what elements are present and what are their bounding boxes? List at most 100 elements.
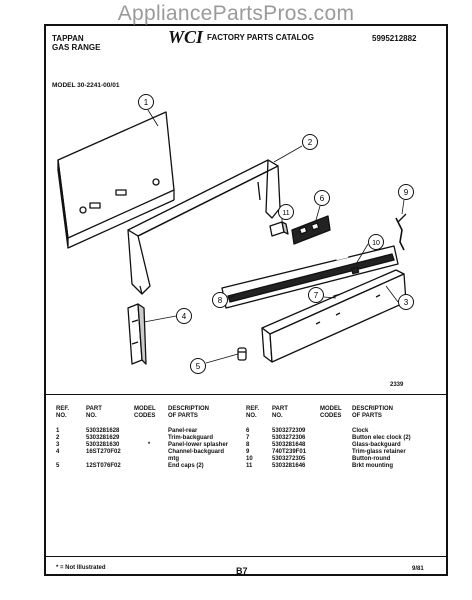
codes-header-line1: MODEL	[320, 406, 342, 412]
ref-header-line1: REF.	[246, 406, 260, 412]
part-drawings	[57, 111, 407, 365]
callout-11-label: 11	[282, 210, 289, 217]
footnote: * = Not Illustrated	[56, 565, 106, 571]
callout-7: 7	[308, 287, 324, 303]
product-name: GAS RANGE	[52, 43, 101, 52]
part-cell	[84, 456, 132, 463]
desc-cell: Button-round	[352, 456, 391, 462]
part-header-line2: NO.	[86, 413, 97, 419]
codes-cell	[132, 428, 166, 435]
catalog-title: FACTORY PARTS CATALOG	[207, 32, 314, 42]
codes-cell	[132, 449, 166, 456]
callout-2: 2	[302, 134, 318, 150]
table-row: 11 5303281646 Brkt mounting	[244, 463, 428, 470]
codes-header-line2: CODES	[320, 413, 342, 419]
callout-10-label: 10	[372, 240, 380, 247]
lower-splasher-drawing	[261, 269, 407, 363]
callout-6-label: 6	[320, 194, 325, 203]
desc-cell: Glass-backguard	[352, 442, 401, 448]
callout-7-label: 7	[314, 291, 319, 300]
trim-backguard-drawing	[127, 159, 281, 295]
part-cell: 5303272309	[272, 428, 306, 434]
callout-9: 9	[398, 184, 414, 200]
spacer-row	[54, 420, 240, 428]
desc-cell: Clock	[352, 428, 369, 434]
ref-cell: 7	[246, 435, 250, 441]
callout-6: 6	[314, 190, 330, 206]
part-header-line1: PART	[86, 406, 102, 412]
page-frame	[44, 24, 448, 576]
ref-cell: 10	[246, 456, 253, 462]
exploded-parts-diagram: 1 2 3 4 5 6 7 8 9 10 11	[57, 94, 414, 374]
callout-5-label: 5	[196, 362, 201, 371]
ref-cell	[54, 456, 84, 463]
codes-header-line1: MODEL	[134, 406, 156, 412]
table-row: 9 740T239F01 Trim-glass retainer	[244, 449, 428, 456]
codes-cell	[318, 463, 350, 470]
end-cap-drawing	[237, 347, 247, 361]
ref-cell: 4	[56, 449, 60, 455]
callout-8: 8	[212, 292, 228, 308]
part-cell: 5303281628	[86, 428, 120, 434]
ref-header: REF.NO.	[54, 406, 84, 420]
callout-4: 4	[176, 308, 192, 324]
table-row: mtg	[54, 456, 240, 463]
catalog-number: 5995212882	[372, 34, 417, 43]
callout-3-label: 3	[404, 298, 409, 307]
channel-drawing	[127, 303, 147, 365]
callout-5: 5	[190, 358, 206, 374]
desc-cell: End caps (2)	[168, 463, 204, 469]
ref-cell: 2	[56, 435, 60, 441]
spacer-cell	[244, 420, 428, 428]
desc-header-line1: DESCRIPTION	[352, 406, 394, 412]
desc-cell: Channel-backguard	[168, 449, 225, 455]
part-cell: 5303281646	[272, 463, 306, 469]
callout-3: 3	[398, 294, 414, 310]
ref-header-line2: NO.	[56, 413, 67, 419]
glass-backguard-drawing	[221, 245, 399, 309]
callout-4-label: 4	[182, 312, 187, 321]
clock-drawing	[291, 215, 331, 245]
desc-cell: Trim-glass retainer	[352, 449, 406, 455]
part-cell: 5303281629	[86, 435, 120, 441]
desc-cell: Button elec clock (2)	[352, 435, 411, 441]
part-cell: 5303281648	[272, 442, 306, 448]
callout-11: 11	[278, 204, 294, 220]
codes-cell: *	[147, 442, 151, 448]
model-number: MODEL 30-2241-00/01	[52, 82, 120, 89]
part-cell: 5303281630	[86, 442, 120, 448]
part-cell: 16ST270F02	[86, 449, 121, 455]
callout-1: 1	[138, 94, 154, 110]
table-bottom-rule	[46, 556, 446, 557]
codes-cell	[318, 435, 350, 442]
ref-header: REF.NO.	[244, 406, 270, 420]
desc-header-line1: DESCRIPTION	[168, 406, 210, 412]
part-cell: 740T239F01	[272, 449, 307, 455]
codes-header-line2: CODES	[134, 413, 156, 419]
part-header-line2: NO.	[272, 413, 283, 419]
callout-10: 10	[368, 234, 384, 250]
table-row: 6 5303272309 Clock	[244, 428, 428, 435]
diagram-code: 2339	[390, 382, 404, 388]
codes-cell	[318, 442, 350, 449]
spacer-row	[244, 420, 428, 428]
wci-logo: WCI	[168, 27, 204, 47]
ref-cell: 9	[246, 449, 250, 455]
part-header-line1: PART	[272, 406, 288, 412]
ref-cell: 6	[246, 428, 250, 434]
desc-cell: Brkt mounting	[352, 463, 393, 469]
ref-cell: 11	[246, 463, 253, 469]
